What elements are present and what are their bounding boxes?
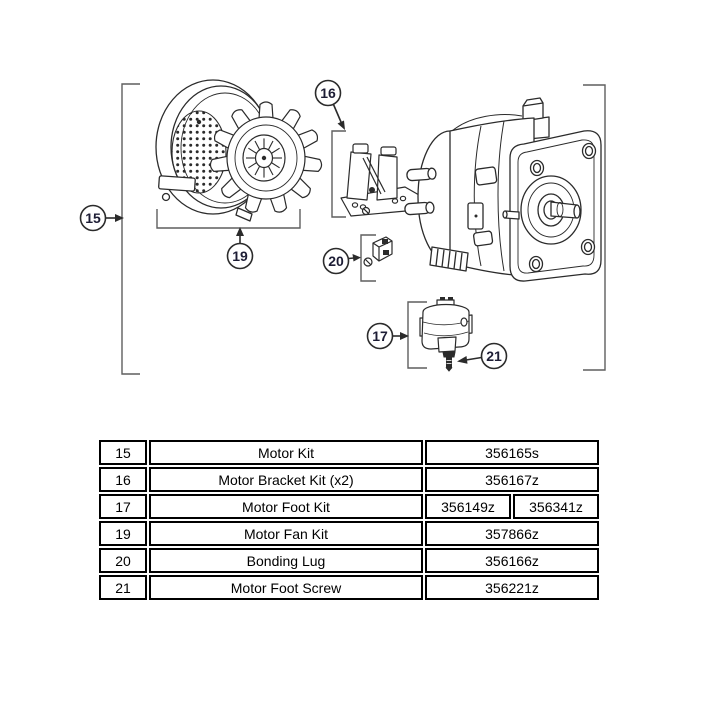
motor-shaft: [550, 201, 578, 219]
ref-cell: 17: [99, 494, 147, 519]
fan-wheel: [208, 101, 324, 215]
exploded-view-diagram: 15 16 19 20: [79, 79, 606, 375]
bracket-15-right: [583, 84, 606, 371]
callouts: 15 16 19 20: [79, 79, 508, 370]
motor-foot-screw-part: [442, 351, 456, 372]
motor-clip: [406, 167, 437, 182]
ref-cell: 16: [99, 467, 147, 492]
fan-hub-fins: [246, 138, 282, 178]
bracket-17: [407, 301, 427, 369]
part-number-cell: 356167z: [425, 467, 599, 492]
bracket-15-left: [121, 83, 140, 375]
description-cell: Motor Bracket Kit (x2): [149, 467, 423, 492]
description-cell: Motor Foot Screw: [149, 575, 423, 600]
description-cell: Motor Fan Kit: [149, 521, 423, 546]
part-number-cell: 357866z: [425, 521, 599, 546]
part-number-cell: 356166z: [425, 548, 599, 573]
callout-15: 15: [79, 204, 124, 232]
part-number-cell: 356165s: [425, 440, 599, 465]
callout-15-label: 15: [85, 210, 101, 226]
description-cell: Motor Foot Kit: [149, 494, 423, 519]
bracket-19: [156, 209, 301, 229]
motor-bracket-part: [340, 143, 420, 217]
description-cell: Motor Kit: [149, 440, 423, 465]
callout-16: 16: [314, 79, 345, 130]
ref-cell: 19: [99, 521, 147, 546]
callout-20-label: 20: [328, 253, 344, 269]
motor-body: [404, 97, 602, 282]
fan-grille: [171, 110, 227, 194]
callout-21-label: 21: [486, 348, 502, 364]
bracket-20: [360, 234, 376, 282]
motor-foot-part: [419, 297, 473, 353]
part-number-cell: 356149z: [425, 494, 511, 519]
bracket-16: [331, 130, 346, 218]
ref-cell: 20: [99, 548, 147, 573]
callout-16-label: 16: [320, 85, 336, 101]
bonding-lug-part: [363, 236, 393, 267]
callout-21: 21: [457, 342, 508, 370]
part-number-cell: 356341z: [513, 494, 599, 519]
ref-cell: 21: [99, 575, 147, 600]
callout-17: 17: [366, 322, 409, 350]
callout-19: 19: [226, 227, 254, 270]
group-brackets: [121, 83, 606, 375]
description-cell: Bonding Lug: [149, 548, 423, 573]
callout-17-label: 17: [372, 328, 388, 344]
callout-20: 20: [322, 247, 361, 275]
part-number-cell: 356221z: [425, 575, 599, 600]
callout-19-label: 19: [232, 248, 248, 264]
motor-clip: [404, 201, 435, 216]
ref-cell: 15: [99, 440, 147, 465]
